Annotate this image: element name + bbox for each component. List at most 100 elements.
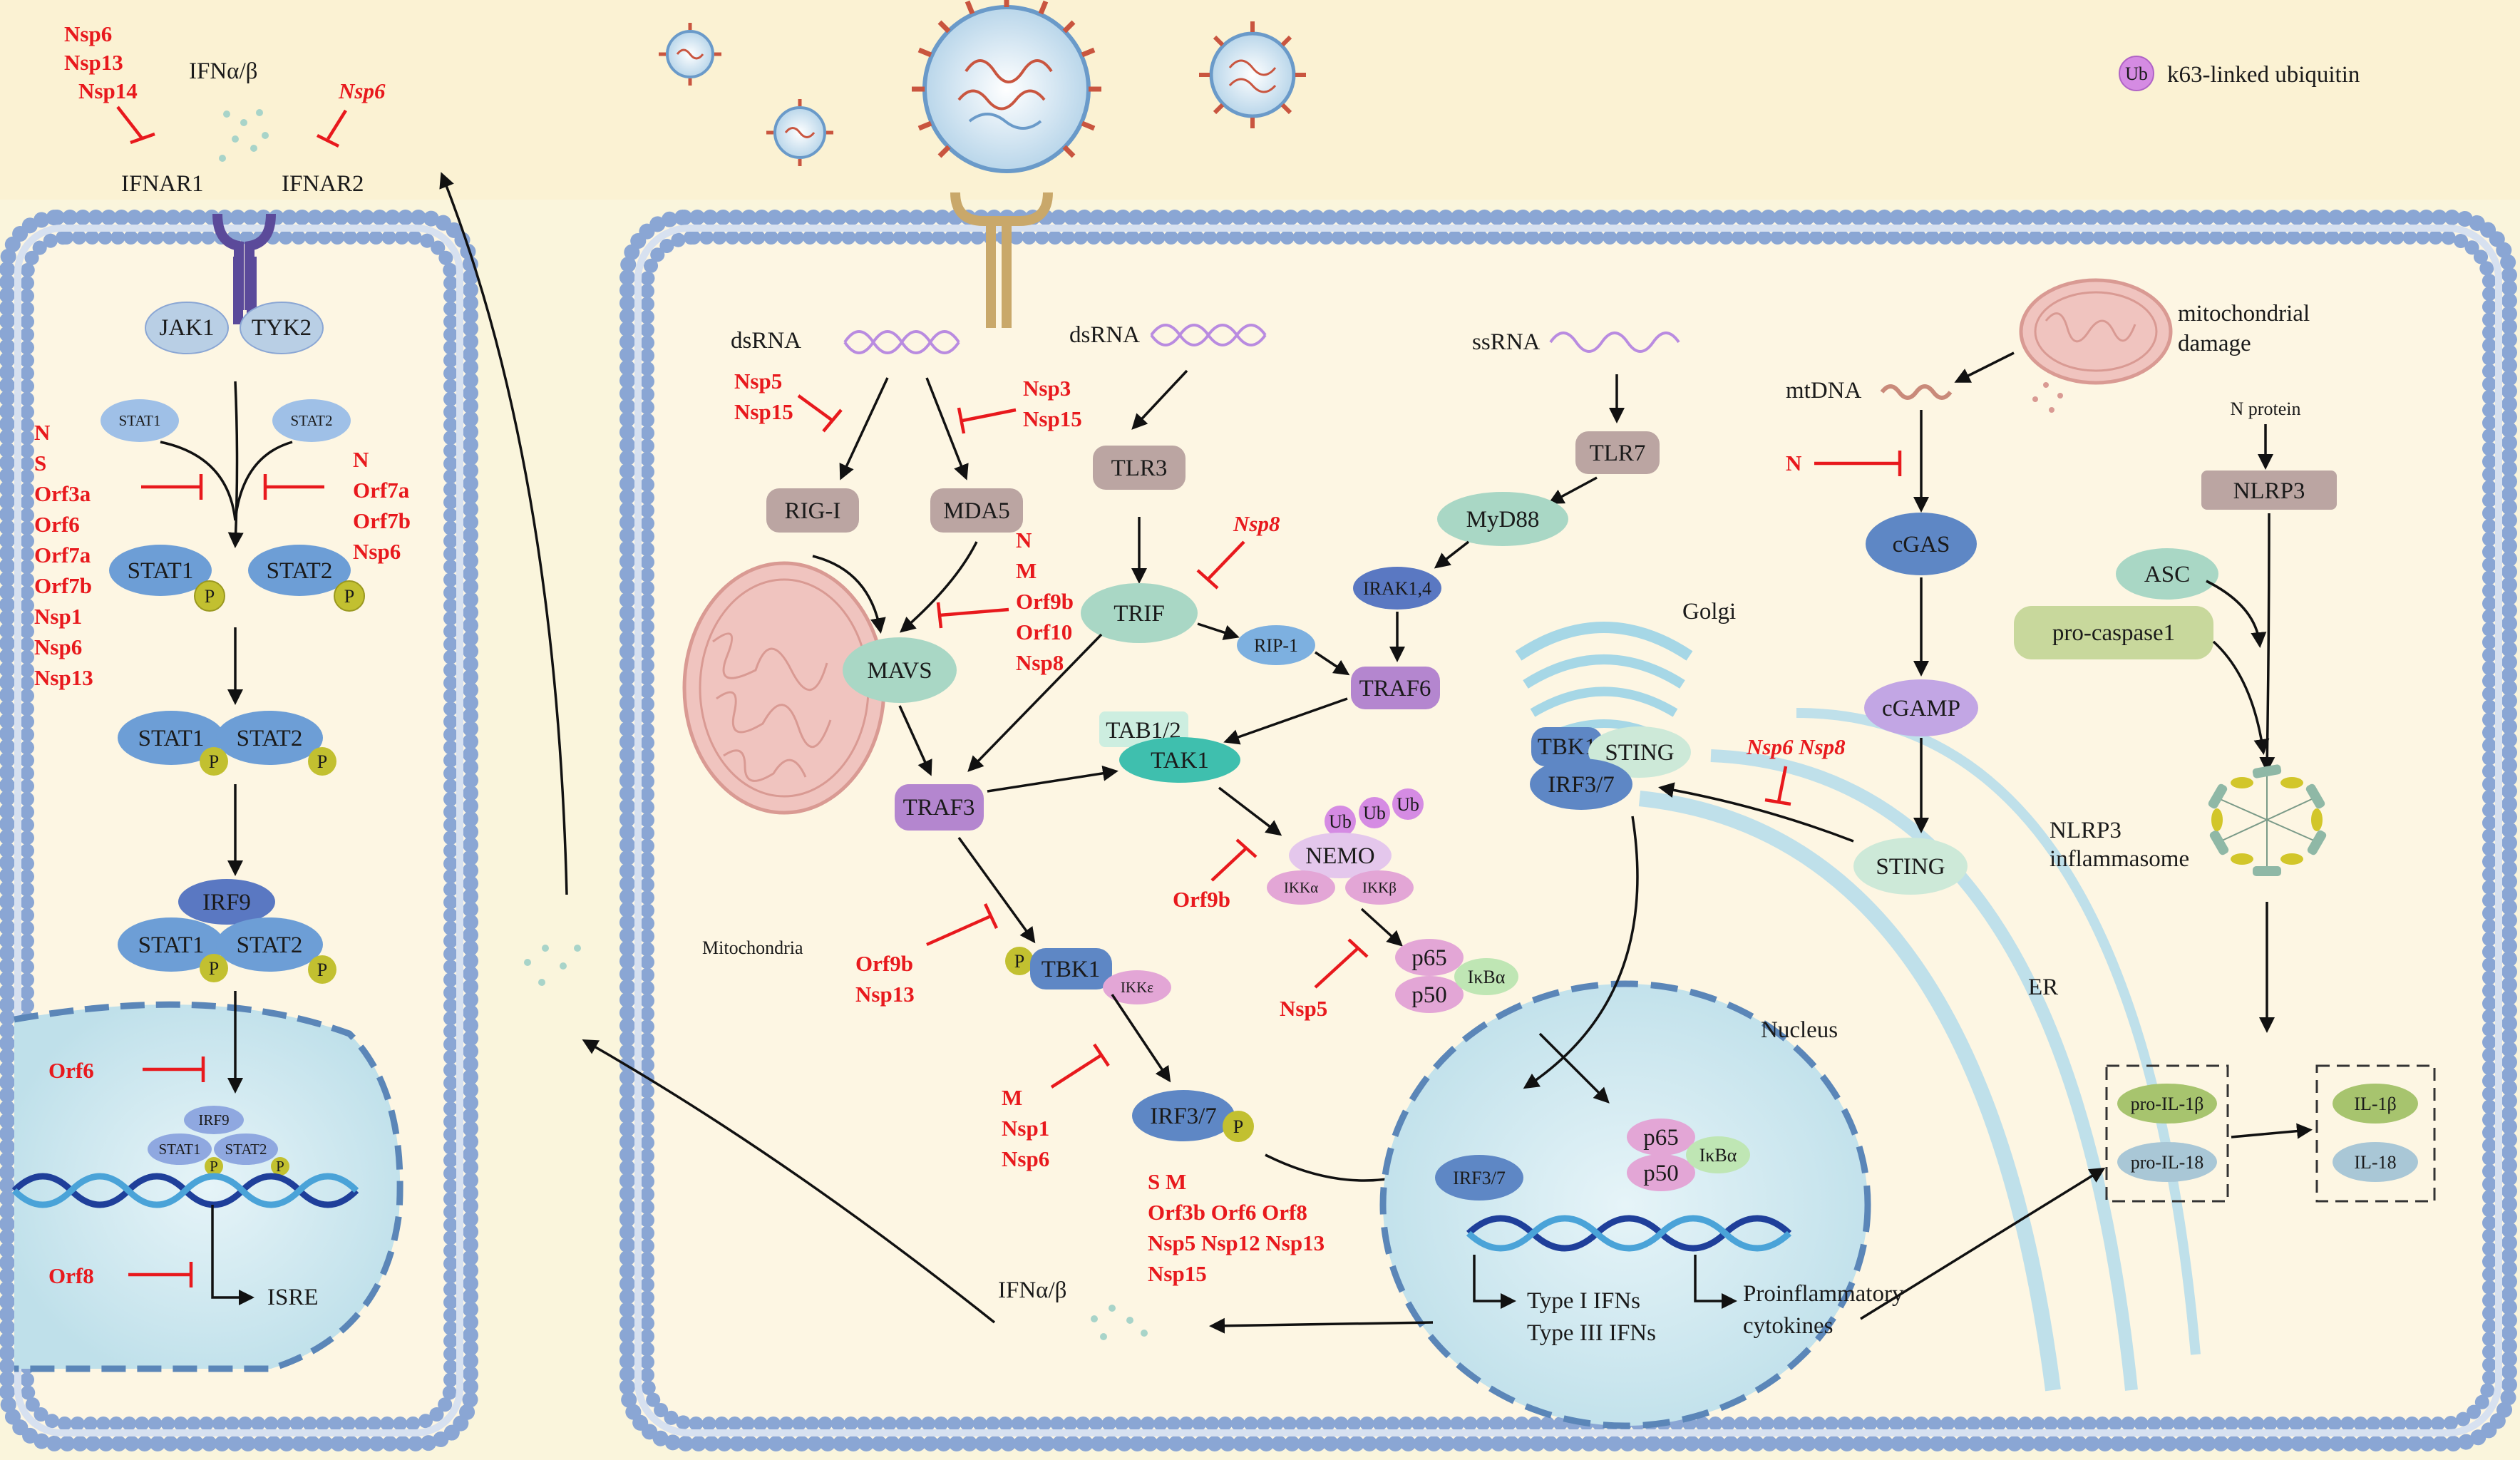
tbk1-node bbox=[1030, 948, 1112, 989]
sting-golgi-label: STING bbox=[1605, 740, 1674, 766]
sting-er-node bbox=[1853, 838, 1968, 895]
inh-nuc-2: Nsp5 Nsp12 Nsp13 bbox=[1148, 1230, 1325, 1255]
legend-text: k63-linked ubiquitin bbox=[2167, 62, 2360, 88]
stat1-phospho bbox=[194, 580, 225, 612]
ikkb-node bbox=[1345, 870, 1414, 905]
inh-orf8: Orf8 bbox=[48, 1263, 94, 1288]
ifn-top-label: IFNα/β bbox=[189, 58, 257, 84]
mature-cytokine-box bbox=[2315, 1064, 2436, 1203]
damaged-mitochondrion bbox=[2019, 278, 2173, 413]
isgf3-stat1 bbox=[118, 917, 225, 972]
cgamp-label: cGAMP bbox=[1882, 696, 1960, 721]
inh-ifnar1-2: Nsp14 bbox=[78, 78, 138, 103]
right-cell bbox=[619, 210, 2517, 1451]
ikba-nuc bbox=[1686, 1136, 1750, 1173]
irf9-dna-label: IRF9 bbox=[198, 1111, 229, 1129]
mavs-label: MAVS bbox=[867, 658, 932, 684]
asc-node bbox=[2116, 548, 2218, 600]
ifn-dots-bottom bbox=[1091, 1305, 1148, 1340]
trif-node bbox=[1081, 583, 1198, 643]
cgas-inhibitor: N bbox=[1786, 451, 1902, 476]
stat2-p bbox=[248, 545, 351, 596]
mavs-node bbox=[843, 637, 957, 703]
irf37-golgi-label: IRF3/7 bbox=[1548, 772, 1615, 798]
inh-rigi-0: Nsp5 bbox=[734, 369, 782, 394]
ub-2 bbox=[1359, 797, 1390, 828]
ikkb-label: IKKβ bbox=[1362, 879, 1397, 896]
il1b-node bbox=[2333, 1084, 2418, 1124]
irf-inhibitor: M Nsp1 Nsp6 bbox=[1002, 1043, 1110, 1171]
inh-stat-l-1: S bbox=[34, 451, 46, 475]
ub-3-label: Ub bbox=[1397, 794, 1419, 815]
virus-small-2 bbox=[766, 99, 833, 166]
inh-nemo: Orf9b bbox=[1173, 887, 1230, 912]
stat2-dna bbox=[214, 1133, 278, 1165]
inh-mda5-0: Nsp3 bbox=[1023, 376, 1071, 401]
inh-stat-l-4: Orf7a bbox=[34, 543, 91, 567]
dimer-stat2 bbox=[216, 711, 323, 765]
inh-nuc-1: Orf3b Orf6 Orf8 bbox=[1148, 1200, 1307, 1225]
dna-p2: P bbox=[276, 1158, 284, 1175]
traf6-label: TRAF6 bbox=[1359, 676, 1431, 701]
stat-left-inhibitor: N S Orf3a Orf6 Orf7a Orf7b Nsp1 Nsp6 Nsp… bbox=[34, 420, 203, 690]
orf8-inhibitor: Orf8 bbox=[48, 1262, 193, 1288]
cgas-label: cGAS bbox=[1893, 532, 1950, 557]
left-dna-helix bbox=[11, 1173, 359, 1208]
irf37-nuc-label: IRF3/7 bbox=[1453, 1168, 1506, 1188]
legend: Ub k63-linked ubiquitin bbox=[2119, 56, 2360, 91]
golgi-label: Golgi bbox=[1682, 599, 1736, 624]
tbk1-p: P bbox=[1014, 951, 1024, 972]
ifn-bottom-label: IFNα/β bbox=[998, 1278, 1066, 1303]
cgamp-node bbox=[1864, 679, 1978, 736]
rigi-inhibitor: Nsp5 Nsp15 bbox=[734, 369, 843, 433]
rip1-node bbox=[1237, 625, 1315, 665]
stat-right-inhibitor: N Orf7a Orf7b Nsp6 bbox=[263, 447, 411, 564]
irf9-dna bbox=[184, 1106, 244, 1134]
virus-small-3 bbox=[1199, 21, 1306, 128]
inh-ifnar1-0: Nsp6 bbox=[64, 21, 112, 46]
dimer-stat1-label: STAT1 bbox=[138, 726, 205, 751]
proinflam-1: Proinflammatory bbox=[1743, 1281, 1904, 1307]
stat1-dna bbox=[148, 1133, 212, 1165]
stat2-p-mark: P bbox=[344, 586, 354, 607]
irf37-label: IRF3/7 bbox=[1150, 1104, 1217, 1129]
mito-damage-2: damage bbox=[2178, 331, 2251, 356]
nemo-inhibitor: Orf9b bbox=[1173, 838, 1258, 912]
dna-phospho-2 bbox=[271, 1157, 289, 1176]
inh-irf-1: Nsp1 bbox=[1002, 1116, 1049, 1141]
inh-stat-l-2: Orf3a bbox=[34, 481, 91, 506]
inh-stat-r-3: Nsp6 bbox=[353, 539, 401, 564]
stat1-free bbox=[101, 399, 179, 442]
dsrna-left bbox=[843, 330, 960, 354]
ifnar2-label: IFNAR2 bbox=[282, 171, 364, 197]
inh-mda5-1: Nsp15 bbox=[1023, 406, 1082, 431]
inh-nfkb: Nsp5 bbox=[1280, 996, 1327, 1021]
tlr7-node bbox=[1575, 431, 1660, 474]
orf6-left-inhibitor: Orf6 bbox=[48, 1057, 205, 1083]
p65-nuc bbox=[1627, 1119, 1695, 1156]
jak1-node bbox=[145, 302, 229, 354]
isre-label: ISRE bbox=[267, 1285, 319, 1310]
p50-label: p50 bbox=[1411, 982, 1447, 1008]
nlrp3-node bbox=[2201, 471, 2337, 510]
mavs-inhibitor: N M Orf9b Orf10 Nsp8 bbox=[936, 528, 1074, 675]
ifnar2-inhibitor: Nsp6 bbox=[316, 78, 386, 148]
il1b-label: IL-1β bbox=[2354, 1094, 2396, 1114]
ub-3 bbox=[1392, 788, 1424, 820]
irf9-node bbox=[178, 879, 275, 925]
ssrna-label: ssRNA bbox=[1472, 329, 1541, 355]
nlrp3-label: NLRP3 bbox=[2233, 478, 2305, 504]
inh-stat-l-7: Nsp6 bbox=[34, 634, 82, 659]
inh-sting: Nsp6 Nsp8 bbox=[1746, 734, 1846, 759]
isgf3-phospho-1 bbox=[200, 954, 228, 982]
sting-er-label: STING bbox=[1876, 854, 1945, 880]
p50-nuc bbox=[1627, 1154, 1695, 1191]
stat1-p bbox=[109, 545, 212, 596]
tlr3-label: TLR3 bbox=[1111, 456, 1168, 481]
inh-mavs-0: N bbox=[1016, 528, 1032, 552]
dimer-p2: P bbox=[317, 751, 327, 772]
dimer-stat1 bbox=[118, 711, 225, 765]
irf9-label: IRF9 bbox=[202, 890, 251, 915]
stat1-free-label: STAT1 bbox=[119, 412, 161, 429]
n-protein-label: N protein bbox=[2231, 399, 2301, 419]
